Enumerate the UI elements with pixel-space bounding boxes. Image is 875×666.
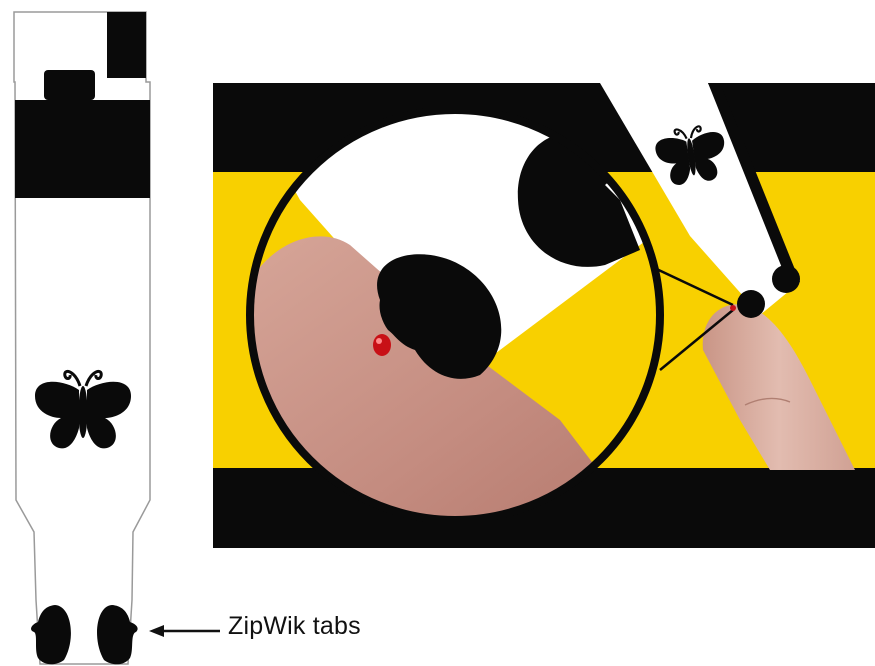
test-strip <box>14 12 150 664</box>
blood-drop-icon <box>373 334 391 356</box>
magnifier <box>245 105 665 525</box>
small-blood-drop-icon <box>730 305 736 311</box>
zipwik-tabs-label: ZipWik tabs <box>228 612 361 641</box>
arrow-left-icon <box>149 625 220 637</box>
